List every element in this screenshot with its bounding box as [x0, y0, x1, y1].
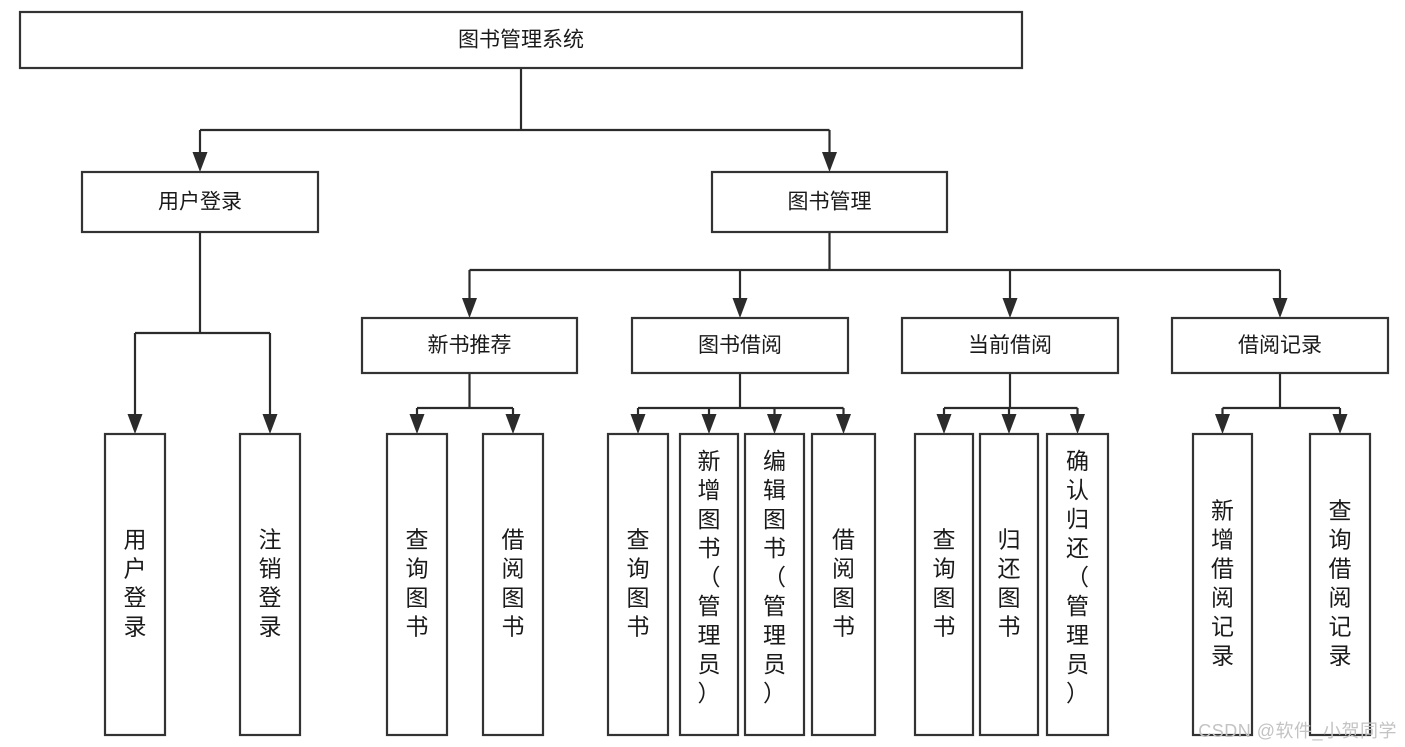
connector-new_book_rec: [409, 373, 521, 434]
node-box[interactable]: [900, 316, 1120, 375]
node-root[interactable]: 图书管理系统: [18, 10, 1024, 70]
node-leaf-query-record[interactable]: 查询借阅记录: [1308, 432, 1372, 737]
node-box[interactable]: [978, 432, 1040, 737]
node-label: 图书管理系统: [458, 29, 584, 52]
node-label: 注销登录: [259, 526, 282, 639]
edge-layer: [127, 68, 1348, 434]
node-label: 新书推荐: [428, 334, 512, 357]
connector-root: [192, 68, 837, 172]
node-new-book-rec[interactable]: 新书推荐: [360, 316, 579, 375]
node-book-borrow[interactable]: 图书借阅: [630, 316, 850, 375]
node-label: 查询借阅记录: [1329, 497, 1352, 668]
node-current-borrow[interactable]: 当前借阅: [900, 316, 1120, 375]
node-leaf-borrow-book-1[interactable]: 借阅图书: [481, 432, 545, 737]
connector-current_borrow: [936, 373, 1085, 434]
node-box[interactable]: [913, 432, 975, 737]
node-leaf-user-login[interactable]: 用户登录: [103, 432, 167, 737]
node-leaf-borrow-book-2[interactable]: 借阅图书: [810, 432, 877, 737]
node-label: 用户登录: [124, 526, 147, 639]
node-leaf-confirm-return[interactable]: 确认归还（管理员）: [1045, 432, 1110, 737]
node-label: 查询图书: [406, 526, 429, 639]
node-box[interactable]: [385, 432, 449, 737]
connector-user_login: [127, 232, 278, 434]
node-label: 编辑图书（管理员）: [763, 448, 786, 706]
node-box[interactable]: [1191, 432, 1254, 737]
node-leaf-add-record[interactable]: 新增借阅记录: [1191, 432, 1254, 737]
node-book-manage[interactable]: 图书管理: [710, 170, 949, 234]
connector-book_borrow: [630, 373, 851, 434]
node-label: 图书管理: [788, 191, 872, 214]
node-box[interactable]: [1045, 432, 1110, 737]
node-box[interactable]: [238, 432, 302, 737]
node-label: 借阅记录: [1238, 334, 1322, 357]
node-box[interactable]: [80, 170, 320, 234]
node-box[interactable]: [360, 316, 579, 375]
node-box[interactable]: [18, 10, 1024, 70]
node-label: 借阅图书: [502, 526, 525, 639]
node-label: 当前借阅: [968, 334, 1052, 357]
node-label: 用户登录: [158, 191, 242, 214]
node-box[interactable]: [743, 432, 806, 737]
node-label: 新增借阅记录: [1211, 497, 1234, 668]
node-box[interactable]: [1308, 432, 1372, 737]
connector-book_manage: [462, 232, 1288, 318]
node-leaf-edit-book[interactable]: 编辑图书（管理员）: [743, 432, 806, 737]
node-box[interactable]: [1170, 316, 1390, 375]
node-box[interactable]: [810, 432, 877, 737]
csdn-watermark: CSDN @软件_小贺同学: [1198, 721, 1397, 741]
node-label: 查询图书: [933, 526, 956, 639]
node-box[interactable]: [606, 432, 670, 737]
node-label: 归还图书: [998, 526, 1021, 639]
node-box[interactable]: [710, 170, 949, 234]
node-leaf-query-book-1[interactable]: 查询图书: [385, 432, 449, 737]
node-borrow-record[interactable]: 借阅记录: [1170, 316, 1390, 375]
node-leaf-query-book-2[interactable]: 查询图书: [606, 432, 670, 737]
node-leaf-return-book[interactable]: 归还图书: [978, 432, 1040, 737]
node-box[interactable]: [678, 432, 740, 737]
node-box[interactable]: [630, 316, 850, 375]
node-user-login[interactable]: 用户登录: [80, 170, 320, 234]
node-box[interactable]: [103, 432, 167, 737]
connector-borrow_record: [1215, 373, 1348, 434]
node-layer: 图书管理系统用户登录图书管理新书推荐图书借阅当前借阅借阅记录用户登录注销登录查询…: [18, 10, 1390, 737]
node-label: 借阅图书: [832, 526, 855, 639]
node-box[interactable]: [481, 432, 545, 737]
node-label: 查询图书: [627, 526, 650, 639]
node-leaf-logout[interactable]: 注销登录: [238, 432, 302, 737]
node-label: 确认归还（管理员）: [1066, 448, 1089, 706]
node-label: 图书借阅: [698, 334, 782, 357]
node-label: 新增图书（管理员）: [698, 448, 721, 706]
node-leaf-query-book-3[interactable]: 查询图书: [913, 432, 975, 737]
node-leaf-add-book[interactable]: 新增图书（管理员）: [678, 432, 740, 737]
